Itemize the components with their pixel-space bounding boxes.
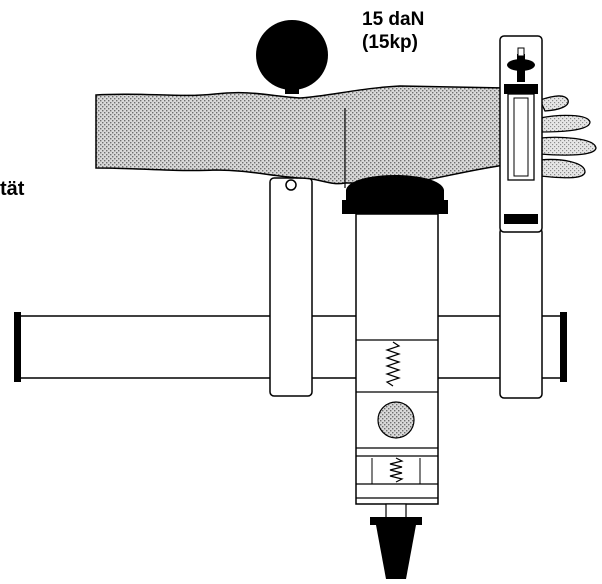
hand [539, 95, 597, 179]
wrist-clamp [499, 35, 543, 233]
forearm [95, 85, 506, 188]
measuring-device [342, 175, 448, 579]
force-unit-label: (15kp) [362, 32, 418, 53]
force-value-label: 15 daN [362, 9, 425, 30]
right-upright-post [499, 227, 543, 399]
side-text-fragment: tät [0, 178, 25, 200]
top-knob [256, 20, 328, 94]
left-upright-post [269, 177, 313, 397]
